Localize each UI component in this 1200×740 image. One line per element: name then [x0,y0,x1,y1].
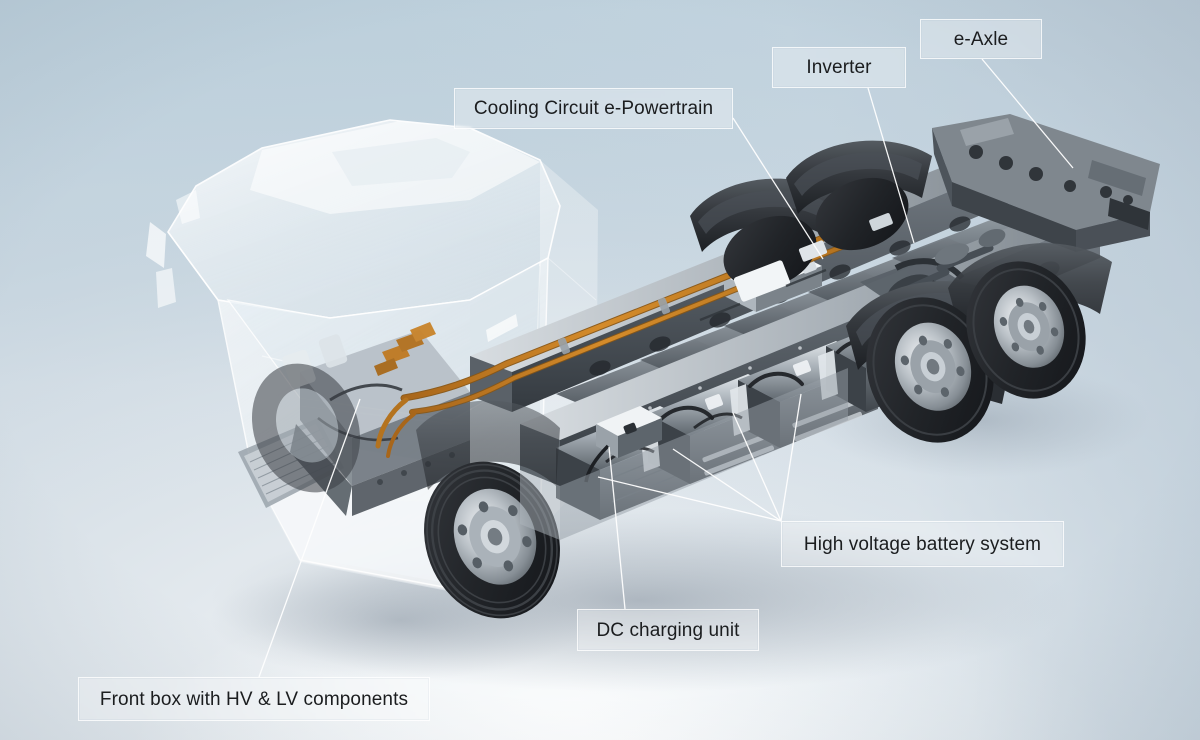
cooling-circuit-lines [375,228,847,458]
callout-label-front-box: Front box with HV & LV components [99,688,409,710]
callout-dc-charging-unit[interactable]: DC charging unit [577,609,759,651]
rear-wheel-near-2 [966,261,1086,399]
callout-cooling-circuit[interactable]: Cooling Circuit e-Powertrain [454,88,733,129]
callout-label-cooling-circuit: Cooling Circuit e-Powertrain [473,98,714,119]
callout-label-dc-charging-unit: DC charging unit [596,619,740,641]
callout-front-box[interactable]: Front box with HV & LV components [78,677,430,721]
callout-label-inverter: Inverter [806,57,872,78]
callout-label-e-axle: e-Axle [953,28,1009,50]
callout-high-voltage-battery[interactable]: High voltage battery system [781,521,1064,567]
callout-e-axle[interactable]: e-Axle [920,19,1042,59]
callout-label-high-voltage-battery: High voltage battery system [803,533,1042,555]
rear-wheel-near-1 [866,297,994,443]
callout-inverter[interactable]: Inverter [772,47,906,88]
